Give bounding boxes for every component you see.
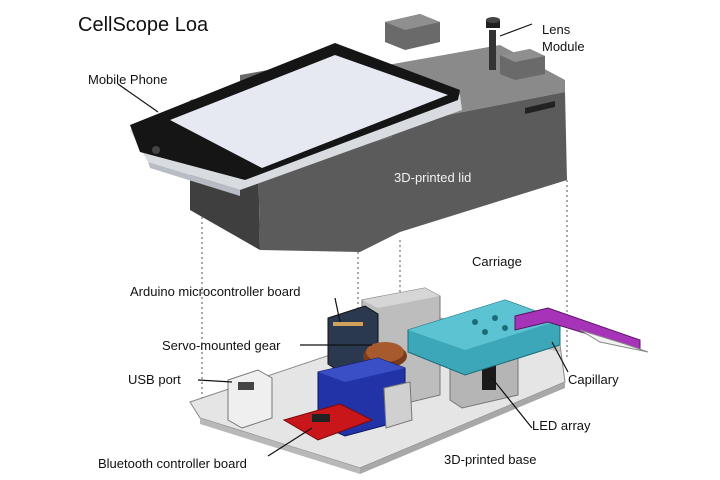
label-usb-port: USB port [128, 372, 181, 387]
capillary-holder [514, 307, 649, 353]
label-3d-printed-base: 3D-printed base [444, 452, 537, 467]
usb-port [227, 369, 273, 429]
label-arduino-board: Arduino microcontroller board [130, 284, 301, 299]
label-carriage: Carriage [472, 254, 522, 269]
label-mobile-phone: Mobile Phone [88, 72, 168, 87]
label-bluetooth-board: Bluetooth controller board [98, 456, 247, 471]
label-lens-module-line2: Module [542, 39, 585, 54]
label-3d-printed-lid: 3D-printed lid [394, 170, 472, 185]
label-led-array: LED array [532, 418, 591, 433]
mobile-phone [130, 43, 462, 196]
diagram-title: CellScope Loa [78, 14, 209, 36]
bluetooth-board [282, 403, 374, 441]
label-servo-gear: Servo-mounted gear [162, 338, 281, 353]
label-capillary: Capillary [568, 372, 619, 387]
label-lens-module-line1: Lens [542, 22, 571, 37]
leader-lines [117, 23, 569, 457]
